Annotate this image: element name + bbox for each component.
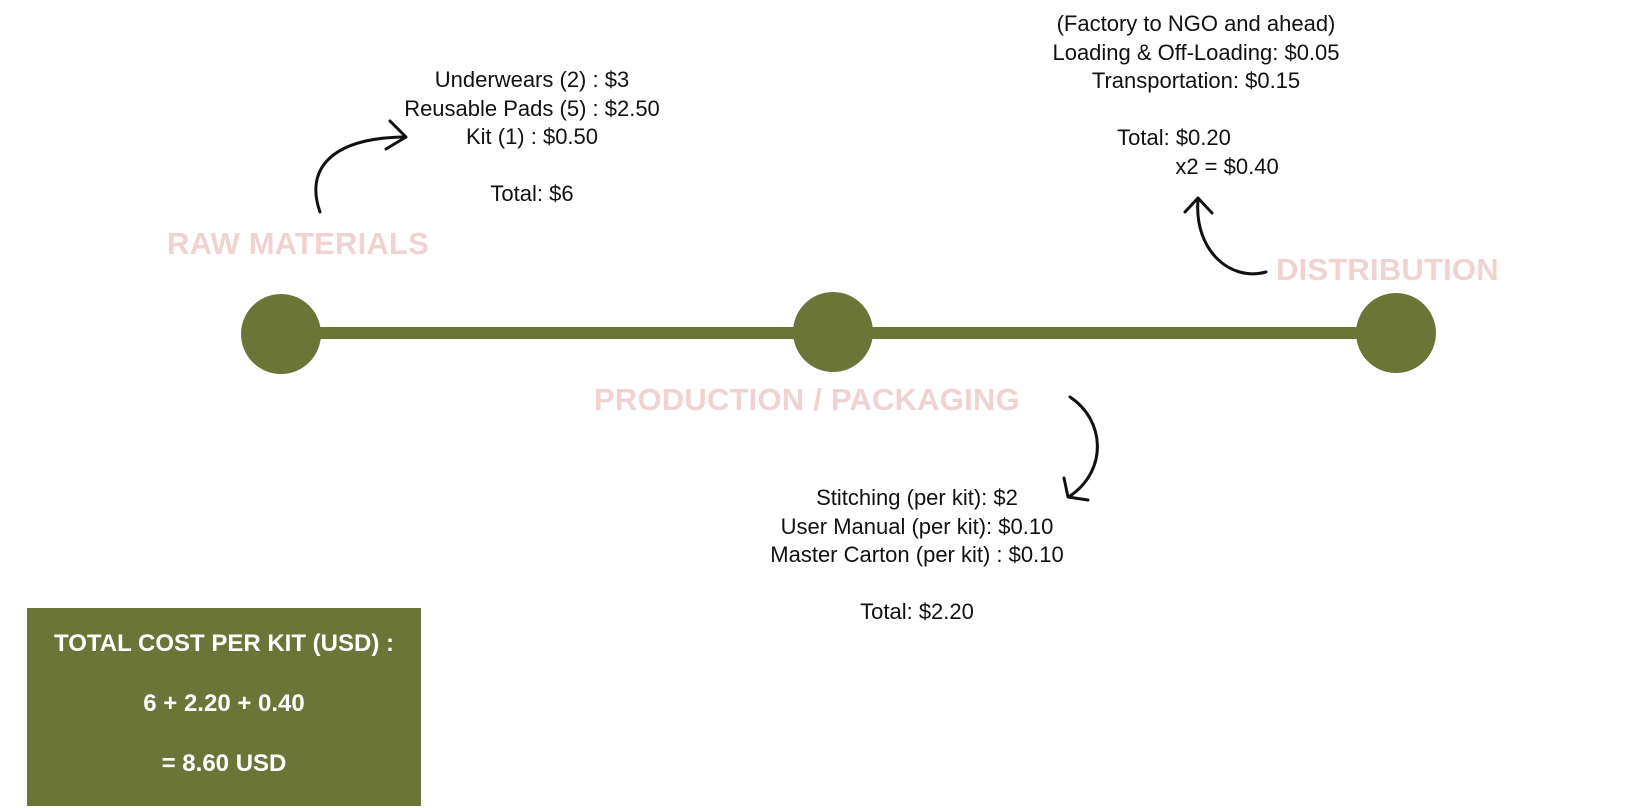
cost-line: Underwears (2) : $3 [434,67,630,92]
total-cost-box: TOTAL COST PER KIT (USD) : 6 + 2.20 + 0.… [27,608,421,806]
production-costs: Stitching (per kit): $2 User Manual (per… [746,484,1088,627]
curved-arrow-icon [1068,395,1099,498]
curved-arrow-icon [1196,198,1268,276]
stage-title-distribution: DISTRIBUTION [1276,252,1499,287]
arrowhead-icon [1062,476,1090,502]
node-distribution [1356,293,1436,373]
cost-total: Total: $0.20 [1117,125,1231,150]
cost-note: (Factory to NGO and ahead) [1056,11,1336,36]
distribution-costs: (Factory to NGO and ahead) Loading & Off… [1026,10,1366,181]
cost-line: Kit (1) : $0.50 [465,124,599,149]
cost-line: Stitching (per kit): $2 [816,485,1018,510]
node-raw-materials [241,294,321,374]
stage-title-raw-materials: RAW MATERIALS [167,226,430,261]
cost-total: Total: $6 [490,181,574,206]
cost-multiplier: x2 = $0.40 [1175,153,1279,179]
cost-line: Master Carton (per kit) : $0.10 [770,542,1064,567]
stage-title-production: PRODUCTION / PACKAGING [594,382,1020,417]
node-production [793,292,873,372]
curved-arrow-icon [314,135,406,214]
arrowhead-icon [384,119,408,151]
cost-line: Reusable Pads (5) : $2.50 [404,95,660,121]
cost-line: Loading & Off-Loading: $0.05 [1052,39,1340,65]
raw-materials-costs: Underwears (2) : $3 Reusable Pads (5) : … [386,66,678,209]
total-cost-heading: TOTAL COST PER KIT (USD) : [54,630,394,657]
cost-line: Transportation: $0.15 [1091,68,1301,93]
total-cost-result: = 8.60 USD [161,750,287,777]
cost-total: Total: $2.20 [860,599,974,624]
total-cost-formula: 6 + 2.20 + 0.40 [143,690,305,717]
arrowhead-icon [1183,196,1214,215]
cost-line: User Manual (per kit): $0.10 [780,513,1054,539]
